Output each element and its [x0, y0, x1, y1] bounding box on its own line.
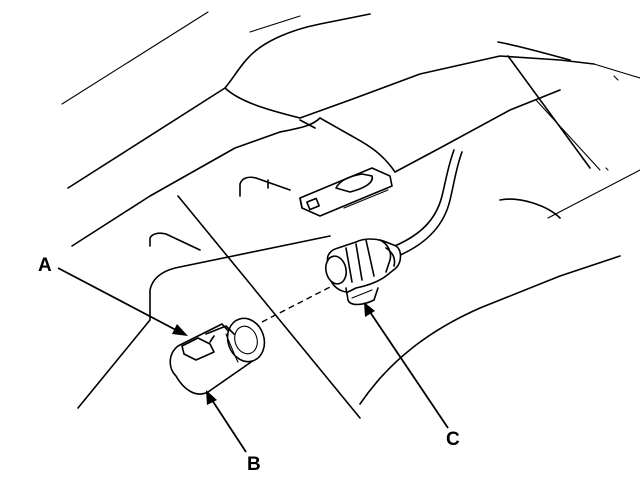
callout-leader-b — [206, 390, 247, 453]
connector-c — [324, 238, 402, 306]
callout-leader-a — [57, 267, 188, 336]
alignment-dashed-line — [261, 285, 333, 323]
callout-label-b: B — [247, 454, 261, 475]
wire-harness — [389, 149, 463, 257]
connector-b — [169, 317, 266, 395]
callout-leader-c — [364, 302, 449, 429]
callout-label-a: A — [38, 255, 52, 276]
callout-label-c: C — [446, 429, 460, 450]
body-panel — [61, 11, 640, 419]
mounting-bracket — [299, 167, 393, 217]
